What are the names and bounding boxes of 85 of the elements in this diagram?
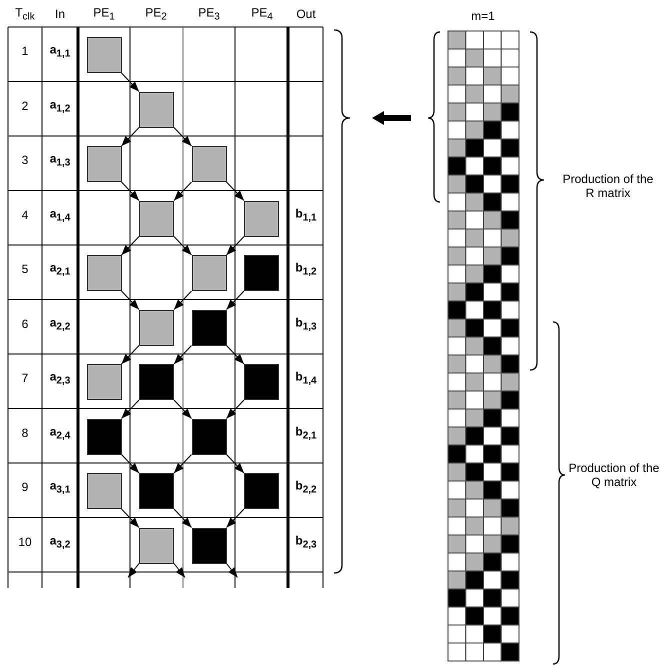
arrow <box>121 400 140 419</box>
pe-square <box>86 146 122 182</box>
output-value: b$_{1,1}$ <box>295 206 317 224</box>
clock-cycle-number: 8 <box>22 426 28 440</box>
clock-cycle-number: 9 <box>22 480 28 494</box>
arrow <box>226 508 244 528</box>
arrow <box>121 72 140 92</box>
pe-square <box>139 528 174 564</box>
arrow <box>174 290 192 310</box>
pe-square <box>192 255 226 291</box>
arrow <box>121 290 140 310</box>
arrow <box>174 345 192 364</box>
column-header: PE$_{2}$ <box>145 5 167 23</box>
active-pe-square <box>244 364 279 400</box>
arrow <box>174 508 192 528</box>
arrow <box>128 563 140 578</box>
arrow <box>174 182 192 201</box>
pe-square <box>139 310 174 346</box>
output-value: b$_{1,3}$ <box>295 314 317 332</box>
input-value: a$_{3,1}$ <box>50 478 70 496</box>
output-value: b$_{1,2}$ <box>295 260 317 278</box>
active-pe-square <box>139 473 174 509</box>
input-value: a$_{1,3}$ <box>50 151 70 169</box>
pe-square <box>244 200 279 236</box>
active-pe-square <box>192 528 226 564</box>
clock-cycle-number: 6 <box>22 316 28 330</box>
input-value: a$_{2,2}$ <box>50 314 70 332</box>
column-header: PE$_{3}$ <box>198 5 220 23</box>
input-value: a$_{2,3}$ <box>50 369 70 387</box>
column-header: T$_{clk}$ <box>15 5 35 23</box>
active-pe-square <box>244 255 279 291</box>
input-value: a$_{1,4}$ <box>50 206 70 224</box>
clock-cycle-number: 2 <box>22 98 28 112</box>
arrow <box>174 563 186 578</box>
input-value: a$_{3,2}$ <box>50 532 70 550</box>
active-pe-square <box>192 310 226 346</box>
arrow <box>121 345 140 364</box>
arrow <box>174 236 192 256</box>
output-value: b$_{1,4}$ <box>295 369 317 387</box>
clock-cycle-number: 1 <box>22 44 28 58</box>
arrow <box>121 508 140 528</box>
input-value: a$_{2,1}$ <box>50 260 70 278</box>
arrow <box>226 454 244 474</box>
arrow <box>174 454 192 474</box>
arrow <box>174 127 192 146</box>
arrow <box>226 345 244 364</box>
arrow <box>226 563 238 578</box>
active-pe-square <box>139 364 174 400</box>
arrow <box>121 236 140 256</box>
output-value: b$_{2,3}$ <box>295 532 317 550</box>
arrow <box>226 236 244 256</box>
arrow <box>174 400 192 419</box>
arrow <box>226 182 244 201</box>
input-value: a$_{1,1}$ <box>50 42 70 60</box>
brace-label: Production of the R matrix <box>562 172 654 200</box>
column-header: Out <box>296 7 316 21</box>
clock-cycle-number: 3 <box>22 153 28 167</box>
pe-square <box>86 473 122 509</box>
matrix-heading: m=1 <box>471 9 495 23</box>
clock-cycle-number: 5 <box>22 262 28 276</box>
pe-square <box>86 364 122 400</box>
clock-cycle-number: 7 <box>22 371 28 385</box>
input-value: a$_{1,2}$ <box>50 96 70 114</box>
pe-square <box>192 146 226 182</box>
pe-square <box>86 255 122 291</box>
output-value: b$_{2,2}$ <box>295 478 317 496</box>
brace-label: Production of the Q matrix <box>568 461 660 489</box>
pe-square <box>139 92 174 128</box>
clock-cycle-number: 4 <box>22 208 28 222</box>
input-value: a$_{2,4}$ <box>50 424 70 442</box>
column-header: In <box>55 7 65 21</box>
arrow <box>121 127 140 146</box>
column-header: PE$_{1}$ <box>93 5 115 23</box>
arrow <box>121 454 140 474</box>
column-header: PE$_{4}$ <box>251 5 273 23</box>
arrow <box>121 182 140 201</box>
output-value: b$_{2,1}$ <box>295 424 317 442</box>
pe-square <box>86 37 122 73</box>
active-pe-square <box>192 418 226 454</box>
active-pe-square <box>86 418 122 454</box>
pe-square <box>139 200 174 236</box>
arrow <box>226 290 244 310</box>
clock-cycle-number: 10 <box>18 534 32 548</box>
arrow <box>226 400 244 419</box>
active-pe-square <box>244 473 279 509</box>
